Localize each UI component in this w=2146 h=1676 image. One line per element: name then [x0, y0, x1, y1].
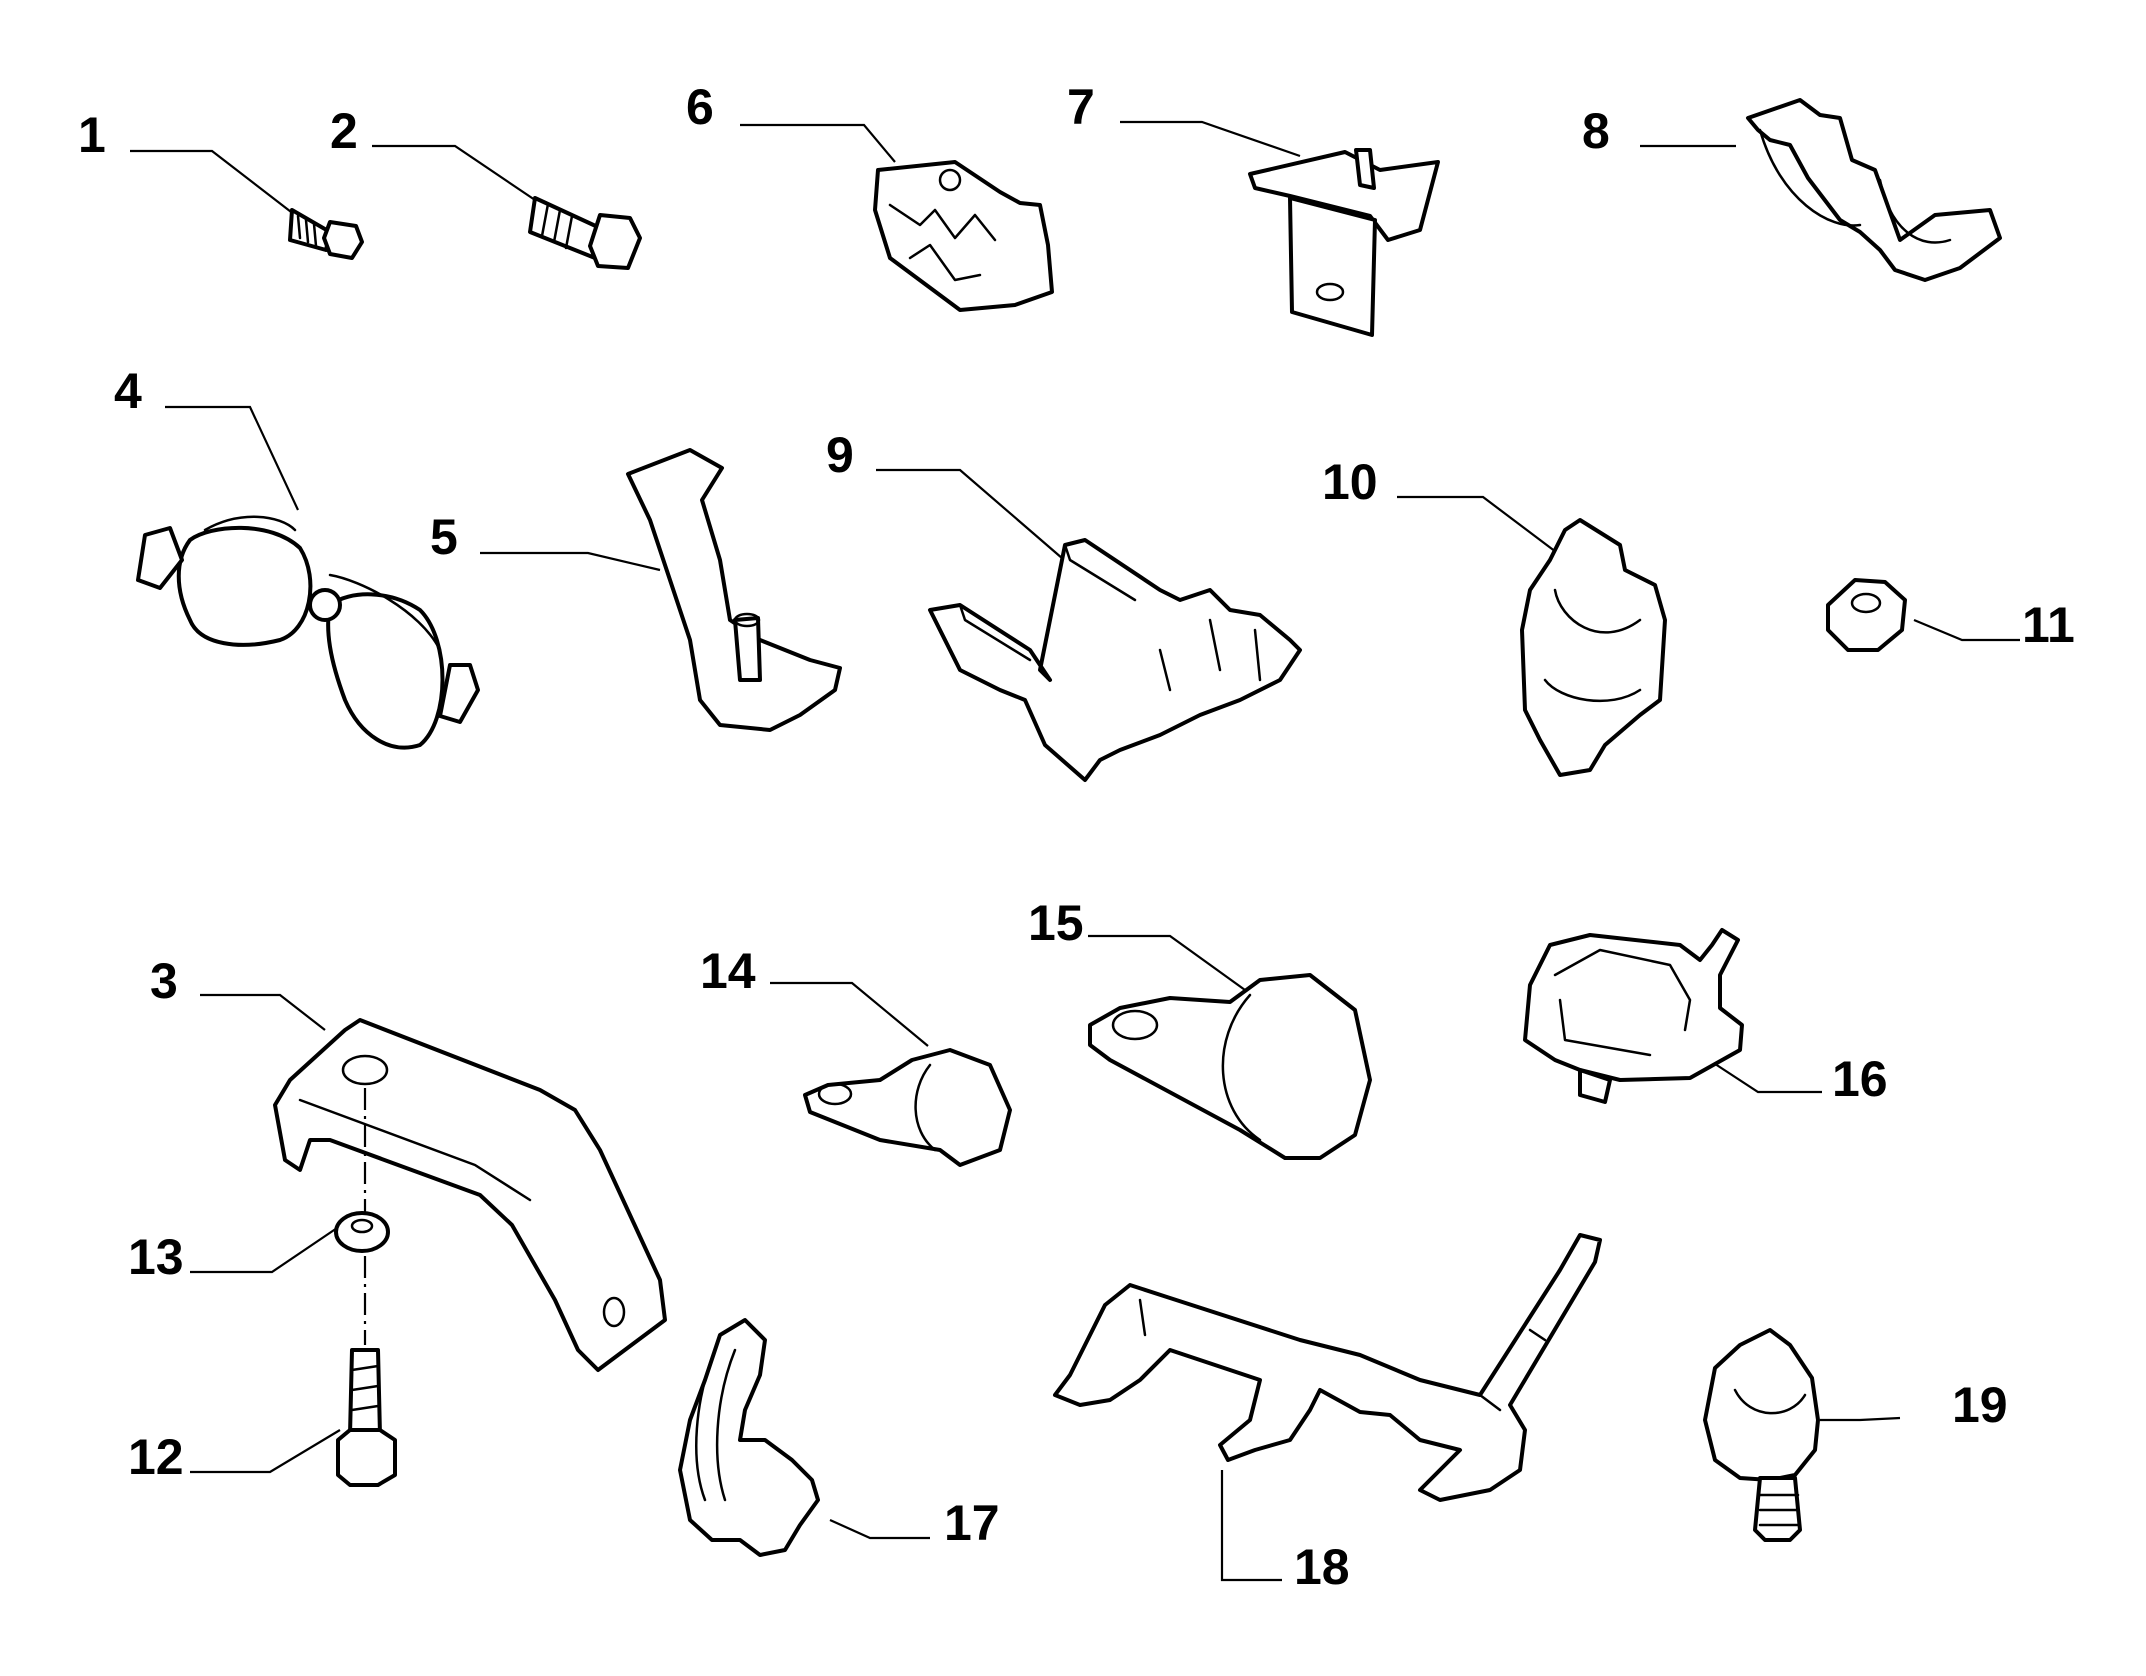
callout-5: 5: [430, 509, 458, 565]
part-5-clip: [480, 448, 842, 732]
callout-16: 16: [1832, 1051, 1888, 1107]
part-12-flange-bolt: [190, 1256, 397, 1487]
callout-8: 8: [1582, 103, 1610, 159]
part-17-harness-clip: [678, 1318, 930, 1557]
callout-18: 18: [1294, 1539, 1350, 1595]
callout-10: 10: [1322, 454, 1378, 510]
part-15-p-clamp: [1088, 934, 1372, 1160]
part-18-harness-bracket: [1053, 1233, 1602, 1582]
part-1-bolt: [130, 149, 364, 260]
part-3-long-bracket: [200, 993, 667, 1372]
callout-4: 4: [114, 363, 142, 419]
part-13-washer: [190, 1088, 390, 1274]
callout-9: 9: [826, 427, 854, 483]
callout-15: 15: [1028, 895, 1084, 951]
callout-17: 17: [944, 1495, 1000, 1551]
callout-3: 3: [150, 953, 178, 1009]
part-4-dual-clamp: [136, 405, 480, 750]
part-2-bolt: [372, 144, 642, 270]
part-16-loop-clip: [1523, 928, 1822, 1104]
part-7-bracket: [1120, 120, 1440, 337]
part-14-p-clamp: [770, 981, 1012, 1167]
callout-13: 13: [128, 1229, 184, 1285]
callout-1: 1: [78, 107, 106, 163]
part-10-pin-clip: [1397, 495, 1667, 777]
callout-6: 6: [686, 79, 714, 135]
callout-12: 12: [128, 1429, 184, 1485]
part-19-push-pin-clip: [1703, 1328, 1901, 1542]
callout-2: 2: [330, 103, 358, 159]
part-11-nut: [1826, 578, 2020, 652]
part-6-connector-block: [740, 123, 1054, 312]
callout-19: 19: [1952, 1377, 2008, 1433]
part-9-comb-connector: [876, 468, 1302, 782]
callout-11: 11: [2022, 597, 2075, 653]
callout-7: 7: [1067, 79, 1095, 135]
part-8-double-clip: [1640, 98, 2002, 282]
callout-14: 14: [700, 943, 756, 999]
